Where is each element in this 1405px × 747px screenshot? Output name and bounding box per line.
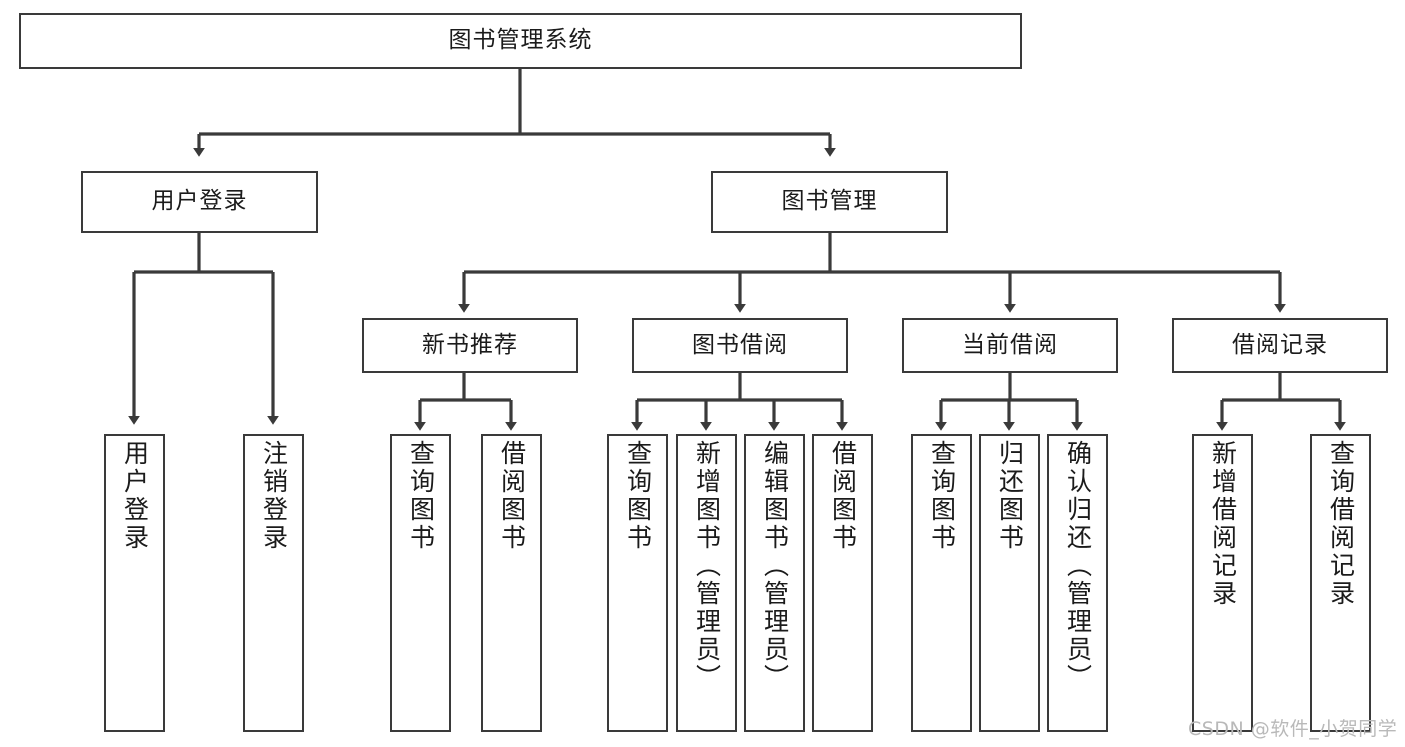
node-leaf-return-book[interactable]: 归还图书 [979,434,1040,732]
node-new-book-rec-label: 新书推荐 [422,331,518,358]
node-leaf-query-book-2[interactable]: 查询图书 [607,434,668,732]
node-borrow-record-label: 借阅记录 [1232,331,1328,358]
node-leaf-borrow-book-2[interactable]: 借阅图书 [812,434,873,732]
node-leaf-user-login-label: 用户登录 [120,440,150,552]
node-leaf-add-book[interactable]: 新增图书（管理员） [676,434,737,732]
node-leaf-confirm-return-label: 确认归还（管理员） [1063,440,1093,692]
node-leaf-logout-login[interactable]: 注销登录 [243,434,304,732]
node-leaf-add-record-label: 新增借阅记录 [1208,440,1238,608]
node-book-borrow[interactable]: 图书借阅 [632,318,848,373]
node-current-borrow[interactable]: 当前借阅 [902,318,1118,373]
node-leaf-query-book-1-label: 查询图书 [406,440,436,552]
node-leaf-borrow-book-1[interactable]: 借阅图书 [481,434,542,732]
node-book-manage-label: 图书管理 [781,188,878,215]
node-borrow-record[interactable]: 借阅记录 [1172,318,1388,373]
node-leaf-query-book-2-label: 查询图书 [623,440,653,552]
node-book-borrow-label: 图书借阅 [692,331,788,358]
node-user-login[interactable]: 用户登录 [81,171,318,233]
node-leaf-edit-book-label: 编辑图书（管理员） [760,440,790,692]
csdn-watermark: CSDN @软件_小贺同学 [1188,718,1398,740]
node-new-book-rec[interactable]: 新书推荐 [362,318,578,373]
node-current-borrow-label: 当前借阅 [962,331,1058,358]
node-leaf-edit-book[interactable]: 编辑图书（管理员） [744,434,805,732]
node-leaf-query-book-1[interactable]: 查询图书 [390,434,451,732]
node-leaf-borrow-book-1-label: 借阅图书 [497,440,527,552]
node-book-manage[interactable]: 图书管理 [711,171,948,233]
node-leaf-return-book-label: 归还图书 [995,440,1025,552]
node-user-login-label: 用户登录 [151,188,248,215]
node-root-label: 图书管理系统 [448,27,593,54]
node-leaf-query-record-label: 查询借阅记录 [1326,440,1356,608]
node-leaf-query-record[interactable]: 查询借阅记录 [1310,434,1371,732]
node-leaf-confirm-return[interactable]: 确认归还（管理员） [1047,434,1108,732]
node-leaf-add-book-label: 新增图书（管理员） [692,440,722,692]
node-leaf-logout-login-label: 注销登录 [259,440,289,552]
node-leaf-add-record[interactable]: 新增借阅记录 [1192,434,1253,732]
node-leaf-user-login[interactable]: 用户登录 [104,434,165,732]
node-leaf-query-book-3-label: 查询图书 [927,440,957,552]
node-leaf-borrow-book-2-label: 借阅图书 [828,440,858,552]
node-leaf-query-book-3[interactable]: 查询图书 [911,434,972,732]
node-root[interactable]: 图书管理系统 [19,13,1022,69]
